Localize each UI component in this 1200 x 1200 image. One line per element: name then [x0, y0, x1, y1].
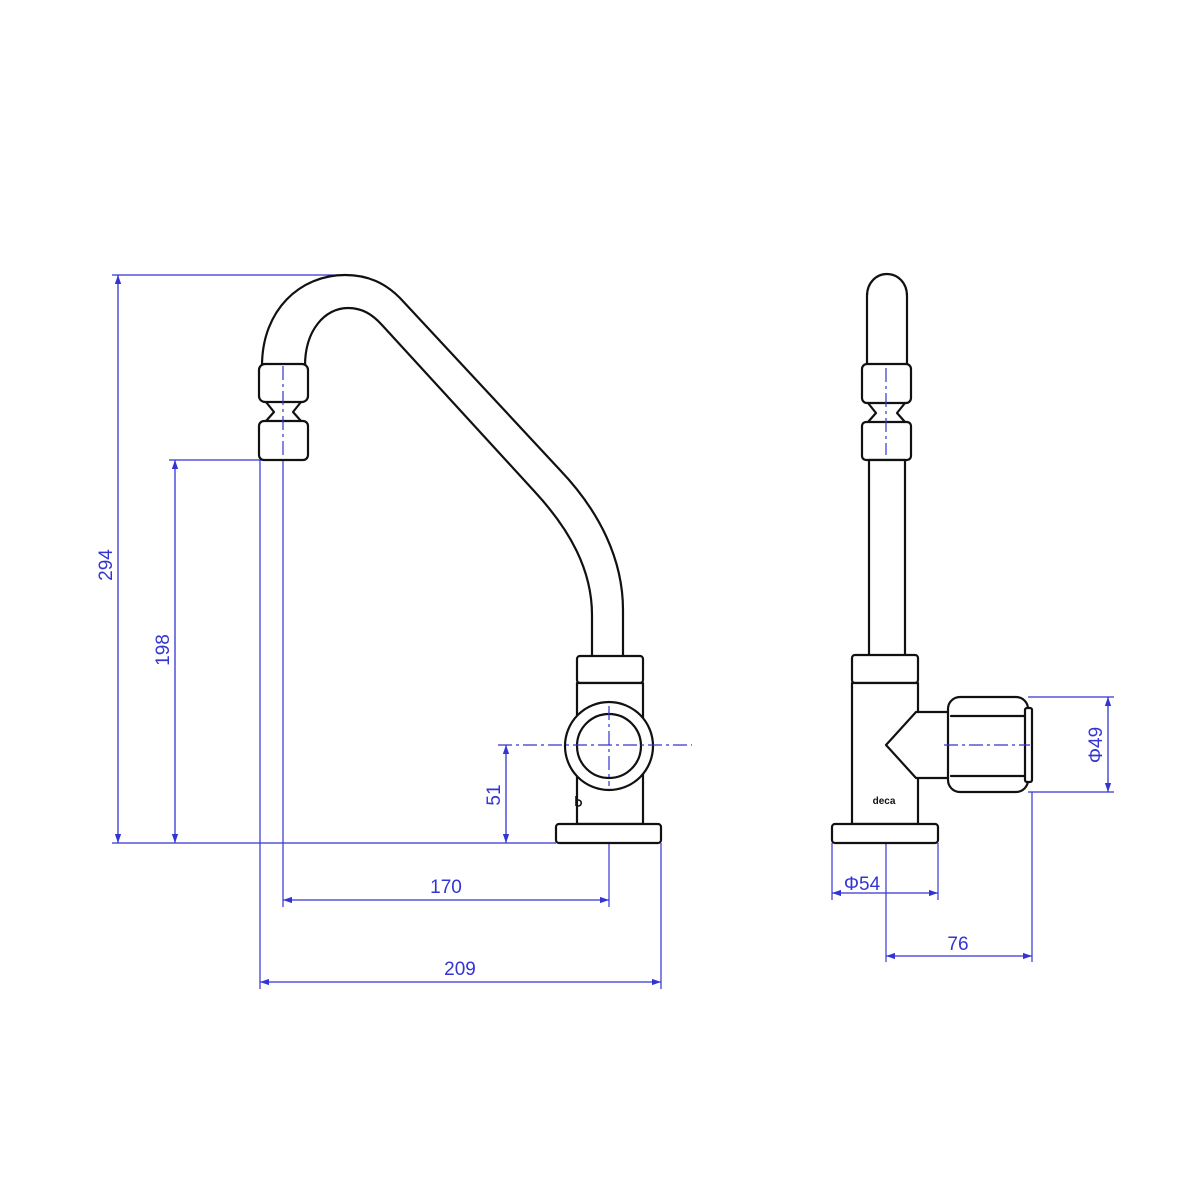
spout-end: [865, 272, 909, 368]
side-faucet-outline: deca: [830, 272, 1034, 845]
side-view: Φ49 Φ54 76 deca: [830, 272, 1114, 962]
spout-tube: [260, 273, 625, 659]
front-view: 294 198 51 170 209: [96, 273, 692, 989]
logo-mark: [575, 796, 582, 807]
front-faucet-outline: [257, 273, 692, 845]
side-dimensions: Φ49 Φ54 76: [831, 696, 1114, 962]
side-spout-tube: [867, 458, 907, 658]
handle-axis-height-label: 51: [484, 784, 505, 805]
spout-reach-label: 170: [430, 877, 462, 898]
brand-logo-text: deca: [873, 796, 896, 807]
side-base-plate: [830, 822, 940, 845]
aerator-waist: [264, 400, 303, 423]
base-diameter-label: Φ54: [844, 874, 881, 895]
side-body-collar: [850, 653, 920, 685]
side-aerator-waist: [866, 401, 907, 424]
body-collar: [575, 654, 645, 685]
front-dimensions: 294 198 51 170 209: [96, 274, 662, 989]
handle-diameter-label: Φ49: [1086, 727, 1107, 763]
overall-length-label: 209: [444, 959, 476, 980]
base-plate: [554, 822, 663, 845]
overall-height-label: 294: [96, 549, 117, 581]
handle-projection-label: 76: [947, 934, 968, 955]
outlet-height-label: 198: [153, 634, 174, 666]
